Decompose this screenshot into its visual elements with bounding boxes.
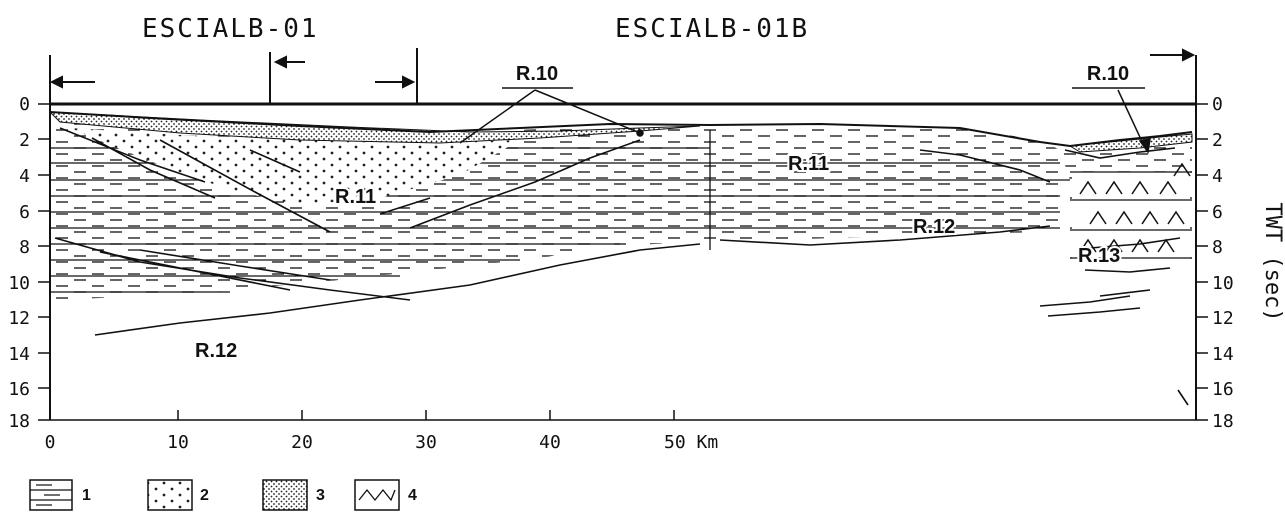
x-tick-label: 10 bbox=[167, 432, 189, 453]
reflector-lines bbox=[54, 127, 1189, 406]
unit-3-dense-top-layer bbox=[48, 111, 701, 144]
label-r12-left: R.12 bbox=[195, 340, 237, 362]
x-tick-label: 40 bbox=[539, 432, 561, 453]
label-r12-right: R.12 bbox=[913, 216, 955, 238]
y-tick-label: 10 bbox=[8, 273, 30, 294]
y-tick-label: 12 bbox=[8, 308, 30, 329]
y-tick-label: 6 bbox=[1212, 202, 1223, 223]
legend bbox=[29, 479, 400, 511]
label-r10-left: R.10 bbox=[516, 63, 558, 85]
y-tick-label: 0 bbox=[1212, 94, 1223, 115]
y-tick-label: 6 bbox=[19, 202, 30, 223]
x-tick-label: 0 bbox=[45, 432, 56, 453]
unit-2-dotted-wedge-fill bbox=[70, 128, 520, 205]
y-tick-label: 14 bbox=[1212, 344, 1234, 365]
legend-number-1: 1 bbox=[82, 487, 91, 504]
y-tick-label: 8 bbox=[1212, 237, 1223, 258]
label-r11-right: R.11 bbox=[788, 153, 829, 175]
y-tick-label: 4 bbox=[19, 166, 30, 187]
legend-swatch-1 bbox=[29, 479, 73, 511]
survey-extent-markers bbox=[49, 48, 1196, 104]
x-tick-label-km: 50 Km bbox=[664, 432, 718, 453]
y-tick-label: 8 bbox=[19, 237, 30, 258]
x-tick-label: 30 bbox=[415, 432, 437, 453]
x-tick-label: 20 bbox=[291, 432, 313, 453]
y-tick-label: 18 bbox=[1212, 411, 1234, 432]
y-tick-label: 10 bbox=[1212, 273, 1234, 294]
y-tick-label: 16 bbox=[8, 379, 30, 400]
profile-title-right: ESCIALB-01B bbox=[615, 14, 810, 44]
r10-pointers bbox=[459, 87, 1151, 154]
legend-swatch-2 bbox=[147, 479, 193, 511]
y-tick-label: 4 bbox=[1212, 166, 1223, 187]
x-axis-labels: 0 10 20 30 40 50 Km bbox=[45, 432, 719, 453]
y-axis-ticks-left bbox=[38, 103, 50, 421]
y-axis-labels-right: 0 2 4 6 8 10 12 14 16 18 bbox=[1212, 94, 1234, 432]
y-tick-label: 14 bbox=[8, 344, 30, 365]
y-tick-label: 16 bbox=[1212, 379, 1234, 400]
y-tick-label: 0 bbox=[19, 94, 30, 115]
legend-number-3: 3 bbox=[316, 487, 325, 504]
label-r10-right: R.10 bbox=[1087, 63, 1129, 85]
y-axis-ticks-right bbox=[1196, 103, 1208, 421]
y-tick-label: 12 bbox=[1212, 308, 1234, 329]
legend-swatch-3 bbox=[262, 479, 308, 511]
legend-number-2: 2 bbox=[200, 487, 209, 504]
profile-title-left: ESCIALB-01 bbox=[142, 14, 319, 44]
legend-number-4: 4 bbox=[408, 487, 417, 504]
label-r11-left: R.11 bbox=[335, 186, 376, 208]
y-axis-labels-left: 0 2 4 6 8 10 12 14 16 18 bbox=[8, 94, 30, 432]
y-tick-label: 2 bbox=[1212, 130, 1223, 151]
unit-4-frame bbox=[1070, 171, 1192, 259]
y-tick-label: 18 bbox=[8, 411, 30, 432]
seafloor-line bbox=[49, 111, 1193, 148]
y-axis-title: TWT (sec) bbox=[1260, 202, 1285, 321]
x-axis-ticks bbox=[49, 410, 675, 420]
legend-swatch-4 bbox=[354, 479, 400, 511]
y-tick-label: 2 bbox=[19, 130, 30, 151]
label-r13: R.13 bbox=[1078, 245, 1120, 267]
